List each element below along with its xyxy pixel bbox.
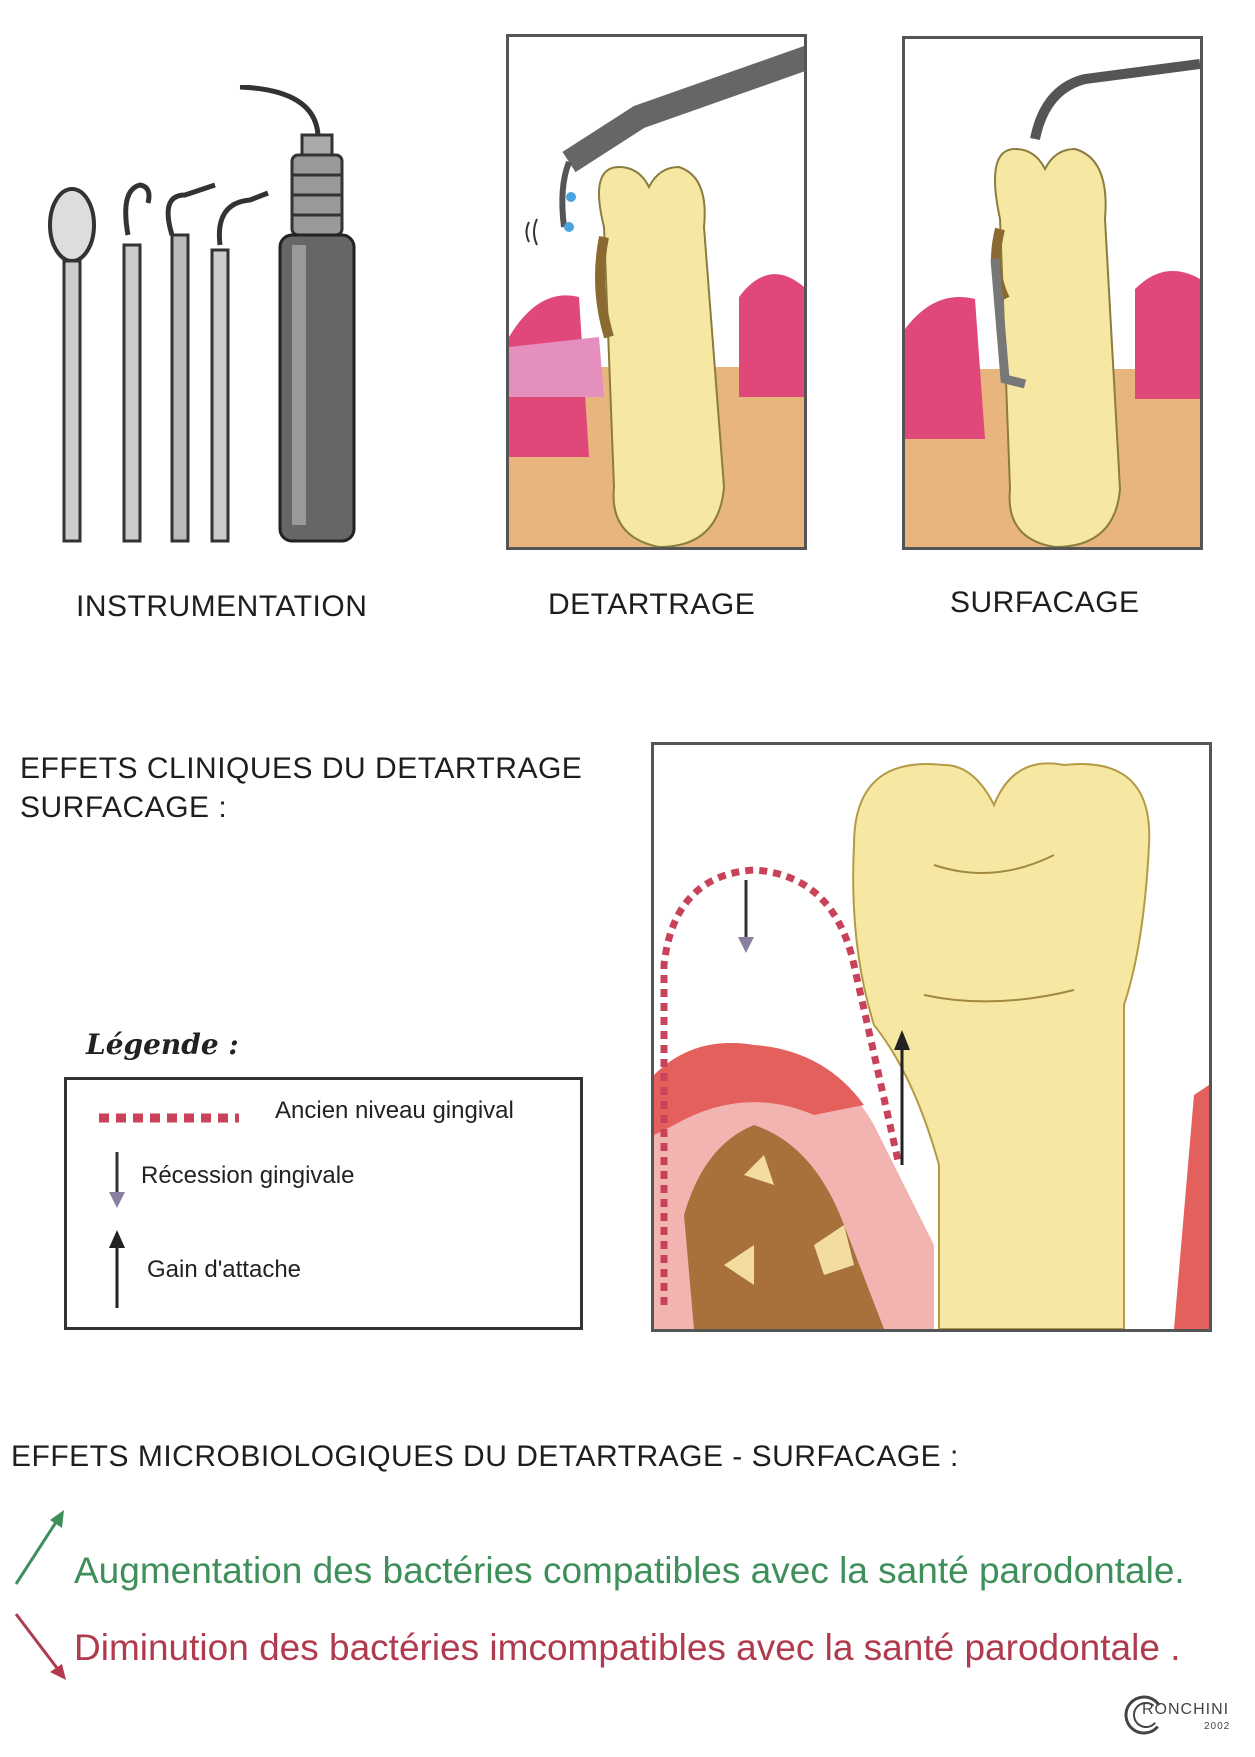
dotted-line-icon <box>99 1113 239 1123</box>
detartrage-caption: DETARTRAGE <box>548 588 756 621</box>
probe-icon <box>122 182 152 543</box>
logo-year: 2002 <box>1204 1721 1231 1732</box>
attachment-gain-arrow-icon <box>894 1030 910 1165</box>
legend-label-gingival-recession: Récession gingivale <box>141 1162 355 1189</box>
down-arrow-icon <box>109 1152 125 1208</box>
decrease-arrow-icon <box>14 1613 66 1680</box>
instrumentation-caption: INSTRUMENTATION <box>76 590 368 623</box>
ronchini-logo: RONCHINI 2002 <box>1122 1693 1252 1737</box>
logo-c-mark-icon <box>1124 1695 1164 1735</box>
increase-arrow-icon <box>14 1510 64 1585</box>
recession-arrow-icon <box>738 880 754 953</box>
legend-box: Ancien niveau gingival Récession gingiva… <box>64 1077 583 1330</box>
gingival-recession-illustration <box>651 742 1212 1332</box>
dental-instruments-illustration <box>48 85 356 543</box>
legend-title: Légende : <box>86 1028 239 1061</box>
microbiological-effects-title: EFFETS MICROBIOLOGIQUES DU DETARTRAGE - … <box>11 1440 959 1473</box>
mirror-icon <box>48 187 96 543</box>
legend-label-attachment-gain: Gain d'attache <box>147 1256 302 1283</box>
curette-icon <box>165 182 216 543</box>
decrease-text: Diminution des bactéries imcompatibles a… <box>74 1627 1181 1668</box>
clinical-effects-title-line1: EFFETS CLINIQUES DU DETARTRAGE <box>20 752 583 785</box>
logo-name: RONCHINI <box>1142 1701 1230 1718</box>
former-gingival-level-dotted-line <box>660 866 903 1305</box>
detartrage-illustration <box>506 34 807 550</box>
up-arrow-icon <box>109 1230 125 1308</box>
surfacage-caption: SURFACAGE <box>950 586 1140 619</box>
ultrasonic-scaler-icon <box>239 85 356 543</box>
scaler-icon <box>210 190 269 543</box>
increase-text: Augmentation des bactéries compatibles a… <box>74 1550 1185 1591</box>
legend-label-former-gingival-level: Ancien niveau gingival <box>275 1097 514 1124</box>
surfacage-illustration <box>902 36 1203 550</box>
clinical-effects-title-line2: SURFACAGE : <box>20 791 228 824</box>
